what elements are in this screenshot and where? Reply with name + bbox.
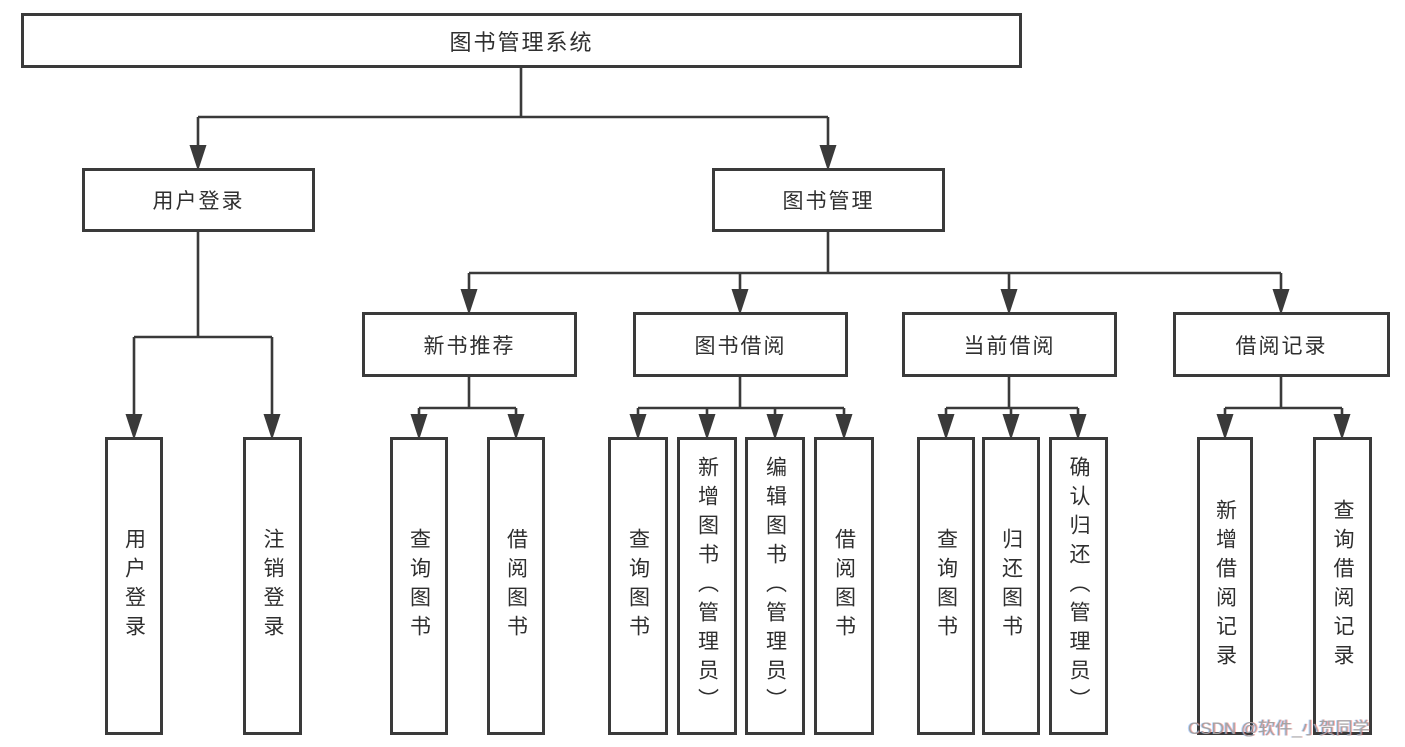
node-new-book-recommend: 新书推荐: [362, 312, 577, 377]
arrowheads: [125, 145, 1351, 440]
leaf-label: 新增图书（管理员）: [695, 455, 719, 717]
leaf-logout: 注销登录: [243, 437, 302, 735]
leaf-confirm-return-admin: 确认归还（管理员）: [1049, 437, 1108, 735]
node-label: 图书借阅: [694, 334, 787, 358]
leaf-return-books: 归还图书: [982, 437, 1040, 735]
leaf-borrow-books-recommend: 借阅图书: [487, 437, 545, 735]
node-label: 借阅记录: [1235, 334, 1328, 358]
node-borrow-records: 借阅记录: [1173, 312, 1390, 377]
leaf-label: 借阅图书: [504, 528, 528, 644]
node-label: 图书管理系统: [449, 29, 594, 55]
node-book-management: 图书管理: [712, 168, 945, 232]
csdn-watermark: CSDN @软件_小贺同学: [1188, 719, 1370, 738]
leaf-label: 归还图书: [999, 528, 1023, 644]
leaf-user-login: 用户登录: [105, 437, 163, 735]
node-label: 图书管理: [782, 190, 875, 213]
node-user-login: 用户登录: [82, 168, 315, 232]
leaf-query-borrow-record: 查询借阅记录: [1313, 437, 1372, 735]
node-label: 用户登录: [152, 190, 245, 213]
leaf-query-books-current: 查询图书: [917, 437, 975, 735]
leaf-label: 借阅图书: [832, 528, 856, 644]
node-label: 当前借阅: [963, 334, 1056, 358]
leaf-borrow-books: 借阅图书: [814, 437, 874, 735]
leaf-edit-books-admin: 编辑图书（管理员）: [745, 437, 805, 735]
leaf-label: 确认归还（管理员）: [1067, 455, 1090, 717]
leaf-label: 新增借阅记录: [1213, 499, 1237, 673]
leaf-label: 查询图书: [407, 528, 431, 644]
leaf-label: 查询图书: [626, 528, 650, 644]
leaf-label: 用户登录: [122, 528, 146, 644]
leaf-add-borrow-record: 新增借阅记录: [1197, 437, 1253, 735]
node-book-borrow: 图书借阅: [633, 312, 848, 377]
node-label: 新书推荐: [423, 334, 516, 358]
leaf-label: 查询借阅记录: [1331, 499, 1354, 673]
leaf-query-books-recommend: 查询图书: [390, 437, 448, 735]
node-current-borrow: 当前借阅: [902, 312, 1117, 377]
leaf-label: 注销登录: [261, 528, 284, 644]
leaf-label: 查询图书: [934, 528, 958, 644]
node-root-system: 图书管理系统: [21, 13, 1022, 68]
leaf-add-books-admin: 新增图书（管理员）: [677, 437, 737, 735]
leaf-label: 编辑图书（管理员）: [763, 455, 787, 717]
leaf-query-books-borrow: 查询图书: [608, 437, 668, 735]
